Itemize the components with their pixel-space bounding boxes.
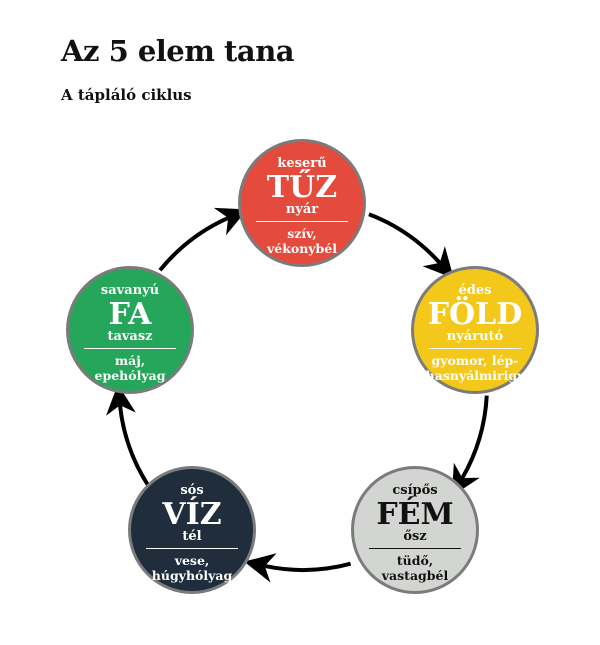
organ: vékonybél: [266, 241, 337, 256]
divider: [369, 548, 461, 549]
element-name: FÉM: [376, 497, 454, 532]
organ: epehólyag: [94, 368, 166, 383]
taste: sós: [180, 483, 204, 498]
divider: [84, 348, 176, 349]
taste: keserű: [277, 156, 327, 171]
organ: gyomor, lép-: [431, 353, 519, 368]
taste: savanyú: [100, 283, 160, 298]
taste: édes: [458, 283, 492, 298]
element-fire: keserű TŰZ nyár szív, vékonybél: [238, 139, 366, 267]
divider: [256, 221, 348, 222]
element-metal: csípős FÉM ősz tüdő, vastagbél: [351, 466, 479, 594]
element-name: VÍZ: [162, 497, 222, 532]
cycle-arrow: [158, 207, 248, 272]
season: nyár: [285, 202, 319, 217]
element-wood: savanyú FA tavasz máj, epehólyag: [66, 266, 194, 394]
page-subtitle: A tápláló ciklus: [61, 86, 192, 104]
organ: tüdő,: [396, 553, 434, 568]
element-name: FA: [108, 297, 152, 332]
season: nyárutó: [446, 329, 504, 344]
organ: máj,: [114, 353, 146, 368]
taste: csípős: [392, 483, 438, 498]
page-title: Az 5 elem tana: [61, 34, 295, 68]
season: tél: [182, 529, 202, 544]
cycle-arrow: [244, 553, 352, 583]
season: tavasz: [107, 329, 153, 344]
organ: vese,: [174, 553, 210, 568]
element-water: sós VÍZ tél vese, húgyhólyag: [128, 466, 256, 594]
element-earth: édes FÖLD nyárutó gyomor, lép- hasnyálmi…: [411, 266, 539, 394]
divider: [429, 348, 521, 349]
element-name: TŰZ: [266, 170, 338, 205]
organ: húgyhólyag: [151, 568, 233, 583]
cycle-arrow: [451, 395, 489, 497]
organ: szív,: [287, 226, 317, 241]
organ: vastagbél: [381, 568, 449, 583]
divider: [146, 548, 238, 549]
organ: hasnyálmirigy: [425, 368, 525, 383]
cycle-arrow: [368, 212, 454, 279]
season: ősz: [403, 529, 427, 544]
cycle-arrow: [106, 384, 151, 488]
element-name: FÖLD: [427, 297, 523, 332]
